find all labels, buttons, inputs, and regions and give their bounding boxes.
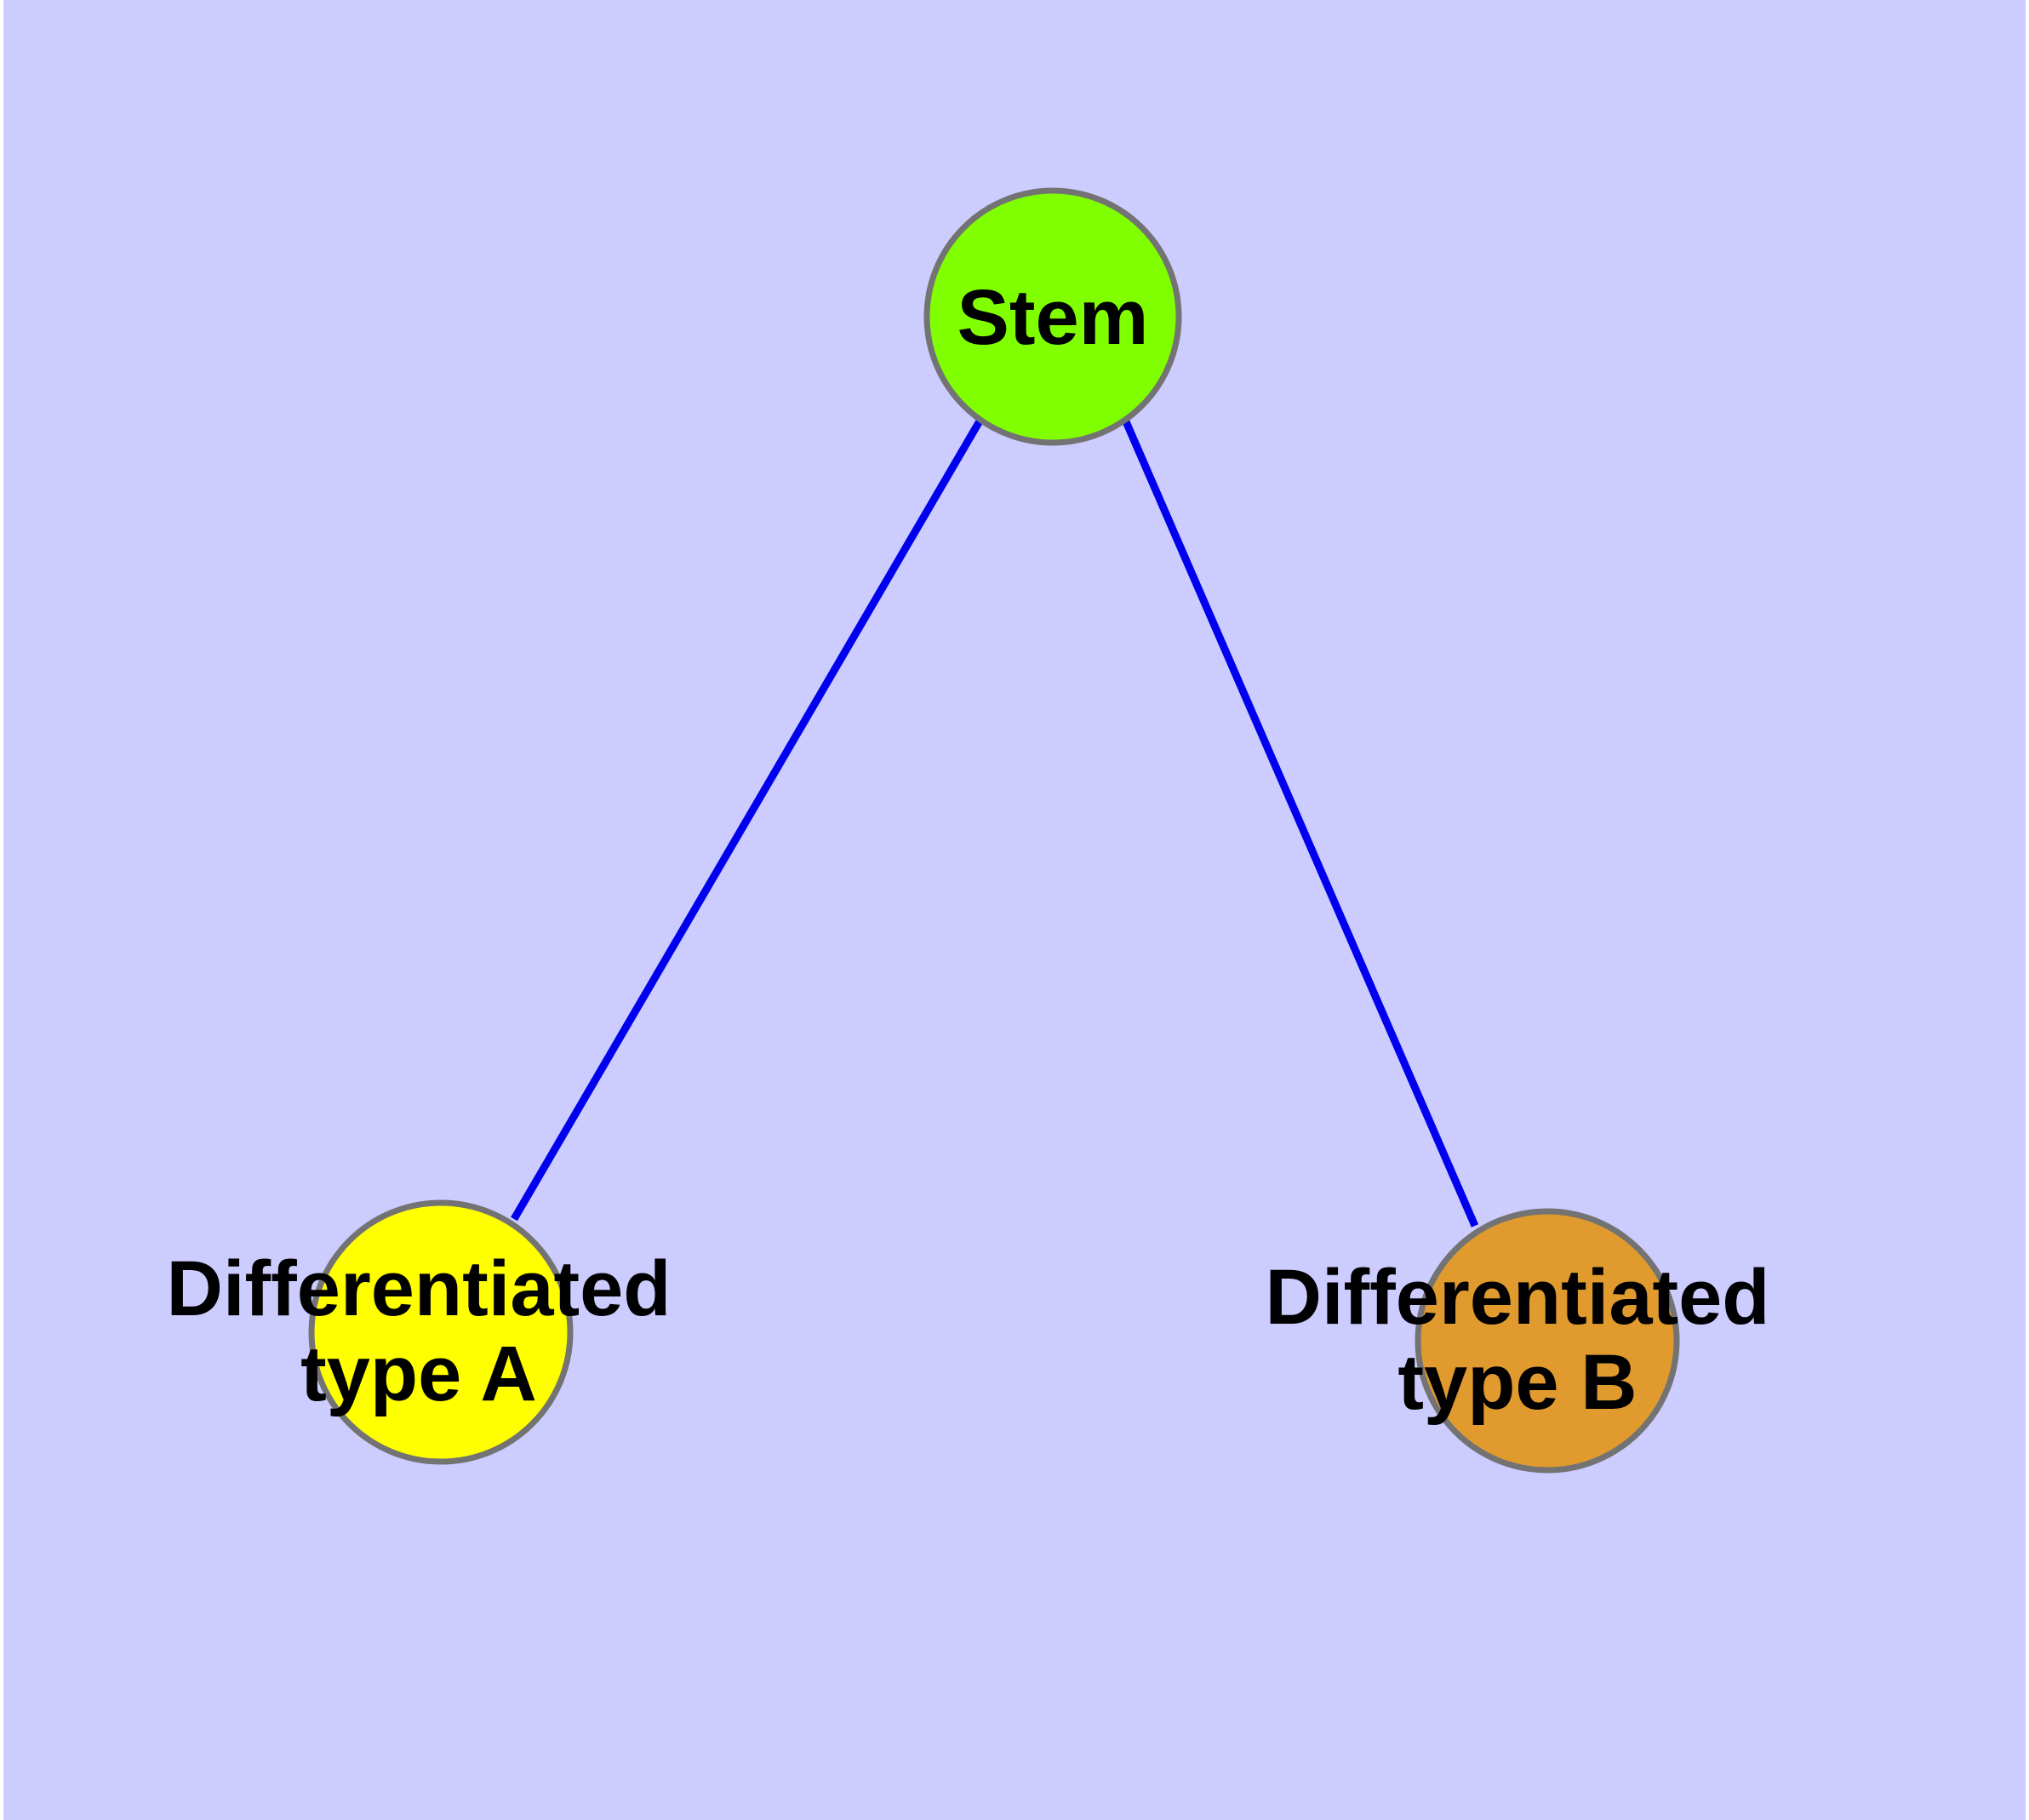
node-label-line: Differentiated [167,1245,672,1332]
node-label-line: Differentiated [1266,1254,1770,1341]
node-diff-b[interactable] [1415,1208,1680,1474]
node-label-line: type B [1397,1339,1637,1426]
node-stem[interactable] [923,187,1182,446]
nodes-layer [308,187,1680,1474]
node-label-line: type A [300,1331,537,1417]
edge-stem-to-diff-a [511,417,984,1222]
edge-stem-to-diff-b [1121,418,1479,1228]
edges-layer [511,417,1479,1228]
node-label-stem: Stem [957,274,1149,361]
node-diff-a[interactable] [308,1199,574,1465]
node-label-line: Stem [957,274,1149,361]
